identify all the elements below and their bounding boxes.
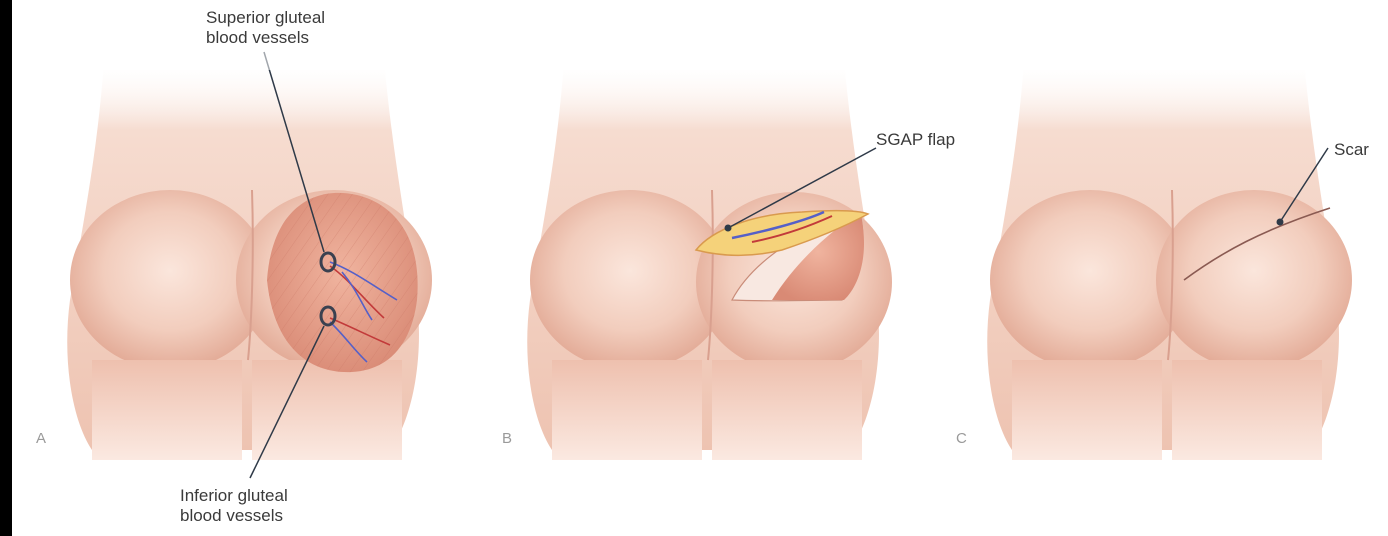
panel-letter-c: C [956,430,967,447]
panel-b-figure [527,60,892,460]
illustration-canvas: Superior gluteal blood vessels Inferior … [12,0,1388,536]
inferior-label-line1: Inferior gluteal [180,486,288,506]
panel-a-right-thigh [252,360,402,460]
panel-a-left-thigh [92,360,242,460]
panel-c-left-thigh [1012,360,1162,460]
superior-label-line2: blood vessels [206,28,325,48]
inferior-label-line2: blood vessels [180,506,288,526]
panel-letter-b: B [502,430,512,447]
superior-label-line1: Superior gluteal [206,8,325,28]
panel-c-right-thigh [1172,360,1322,460]
illustration-svg [12,0,1388,536]
panel-c-figure [987,60,1352,460]
panel-letter-a: A [36,430,46,447]
panel-c-right-buttock [1156,190,1352,370]
panel-b-right-thigh [712,360,862,460]
superior-gluteal-label: Superior gluteal blood vessels [206,8,325,48]
panel-a-figure [67,52,432,478]
panel-b-left-thigh [552,360,702,460]
sgap-flap-label: SGAP flap [876,130,955,150]
inferior-gluteal-label: Inferior gluteal blood vessels [180,486,288,526]
scar-label: Scar [1334,140,1369,160]
